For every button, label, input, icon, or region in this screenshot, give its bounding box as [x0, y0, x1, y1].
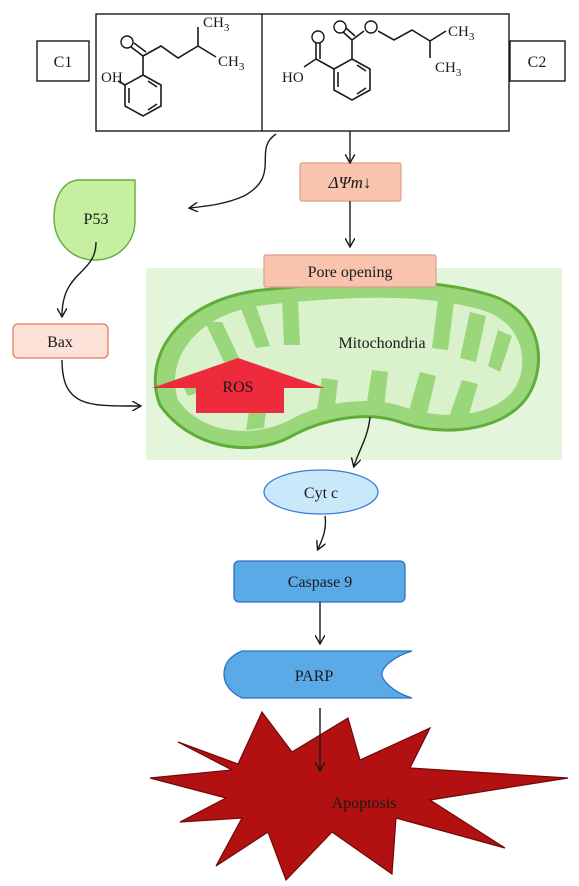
c2-structure: CH3 CH3 HO — [282, 20, 475, 101]
c1-ch3-right-label: CH3 — [218, 54, 245, 73]
ros-label: ROS — [222, 379, 253, 396]
c2-label: C2 — [528, 54, 547, 71]
membrane-potential-box: ΔΨm↓ — [299, 162, 402, 202]
arrow-mitochondria-to-cytc — [354, 416, 371, 466]
c1-structure: CH3 CH3 OH — [101, 15, 245, 117]
c2-ho-label: HO — [282, 70, 304, 86]
arrow-p53-to-bax — [62, 241, 97, 316]
p53-label: P53 — [84, 211, 109, 228]
caspase9-label: Caspase 9 — [288, 574, 352, 591]
arrow-bax-to-mitochondria — [61, 359, 140, 406]
compound-structures: CH3 CH3 OH CH3 — [95, 13, 510, 132]
cyt-c-node: Cyt c — [263, 469, 379, 515]
p53-node: P53 — [53, 179, 136, 261]
apoptosis-label: Apoptosis — [332, 795, 397, 812]
c1-label-box: C1 — [36, 40, 90, 82]
apoptosis-burst: Apoptosis — [149, 710, 569, 882]
pore-opening-box: Pore opening — [263, 254, 437, 288]
c2-ch3-bottom-label: CH3 — [435, 60, 462, 79]
pore-opening-label: Pore opening — [308, 264, 393, 281]
mitochondria-label: Mitochondria — [338, 335, 425, 352]
bax-label: Bax — [47, 334, 73, 351]
cyt-c-label: Cyt c — [304, 485, 338, 502]
arrow-c1-to-p53 — [190, 133, 277, 208]
ros-arrow: ROS — [152, 358, 325, 413]
c2-label-box: C2 — [509, 40, 566, 82]
parp-label: PARP — [295, 668, 334, 685]
membrane-potential-label: ΔΨm↓ — [328, 173, 372, 192]
arrow-cytc-to-caspase9 — [318, 515, 327, 549]
c1-label: C1 — [54, 54, 73, 71]
parp-node: PARP — [223, 650, 413, 699]
connectors — [61, 131, 371, 770]
bax-node: Bax — [12, 323, 109, 359]
c1-ch3-top-label: CH3 — [203, 15, 230, 34]
caspase9-node: Caspase 9 — [233, 560, 406, 603]
c1-oh-label: OH — [101, 70, 123, 86]
c2-ch3-top-label: CH3 — [448, 24, 475, 43]
